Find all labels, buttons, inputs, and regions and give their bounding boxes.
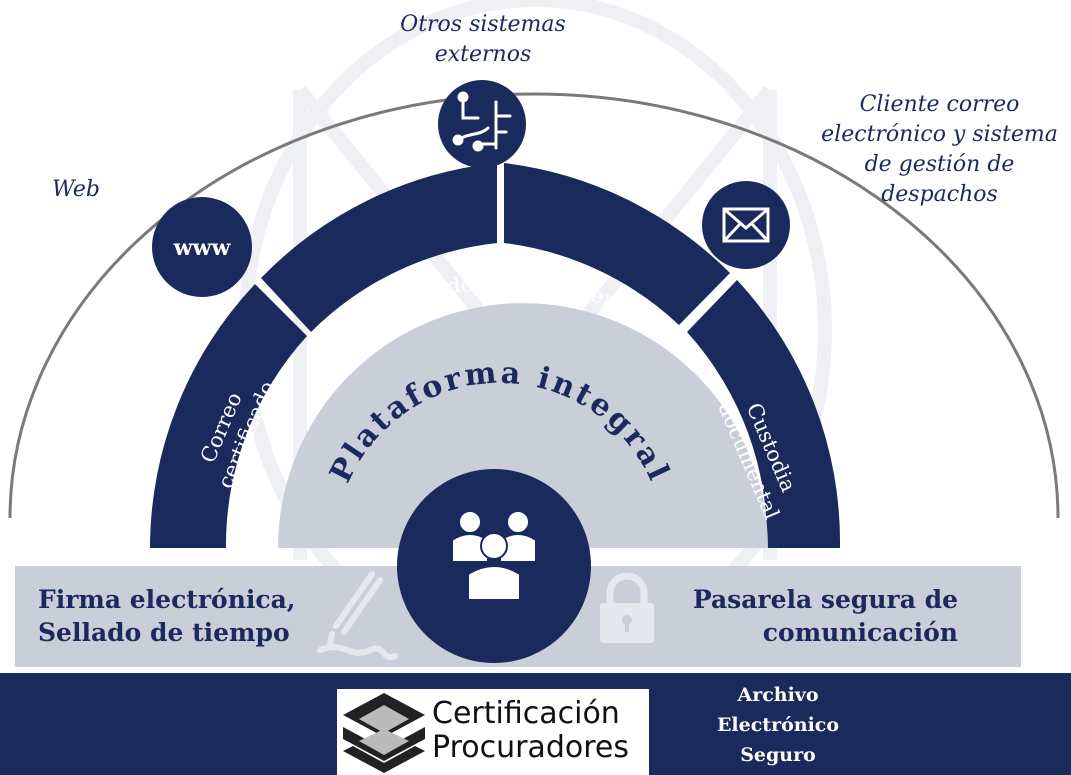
envelope-icon [702, 181, 790, 269]
segment-custodia [687, 280, 841, 548]
label-otros-line1: Otros sistemas [400, 12, 566, 37]
lock-icon [600, 572, 654, 643]
network-icon-glyph [452, 91, 512, 152]
www-icon-label: www [173, 235, 232, 261]
platform-area [278, 303, 768, 548]
segment-correo [150, 284, 307, 548]
label-cliente-correo: Cliente correo electrónico y sistema de … [808, 90, 1071, 210]
label-cliente-line1: Cliente correo [859, 92, 1020, 117]
certificacion-logo: Certificación Procuradores [337, 689, 649, 775]
label-otros-sistemas: Otros sistemas externos [358, 10, 608, 70]
archivo-line1: Archivo [737, 684, 819, 706]
pasarela-line2: comunicación [762, 618, 958, 647]
pen-icon [317, 571, 398, 661]
logo-wordmark: Certificación Procuradores [432, 697, 629, 765]
firma-text: Firma electrónica, Sellado de tiempo [38, 583, 296, 649]
archivo-line2: Electrónico [716, 714, 840, 736]
logo-mark-icon [343, 693, 425, 773]
label-web: Web [52, 177, 100, 202]
firma-line2: Sellado de tiempo [38, 618, 290, 647]
firma-line1: Firma electrónica, [38, 585, 296, 614]
outer-arc [8, 92, 1060, 519]
logo-line1: Certificación [432, 696, 620, 731]
network-icon [438, 80, 526, 168]
segment-fax [261, 163, 497, 332]
envelope-glyph [722, 207, 770, 243]
logo-line2: Procuradores [432, 730, 629, 765]
archivo-line3: Seguro [740, 744, 816, 766]
label-cliente-line2: electrónico y sistema [821, 122, 1058, 147]
archivo-text: Archivo Electrónico Seguro [690, 680, 866, 770]
pasarela-text: Pasarela segura de comunicación [640, 583, 958, 649]
label-otros-line2: externos [434, 42, 532, 67]
label-cliente-line4: despachos [881, 182, 998, 207]
pasarela-line1: Pasarela segura de [692, 585, 958, 614]
label-cliente-line3: de gestión de [864, 152, 1015, 177]
www-icon [152, 197, 252, 297]
people-icon [451, 510, 537, 601]
segment-sms [504, 163, 730, 325]
